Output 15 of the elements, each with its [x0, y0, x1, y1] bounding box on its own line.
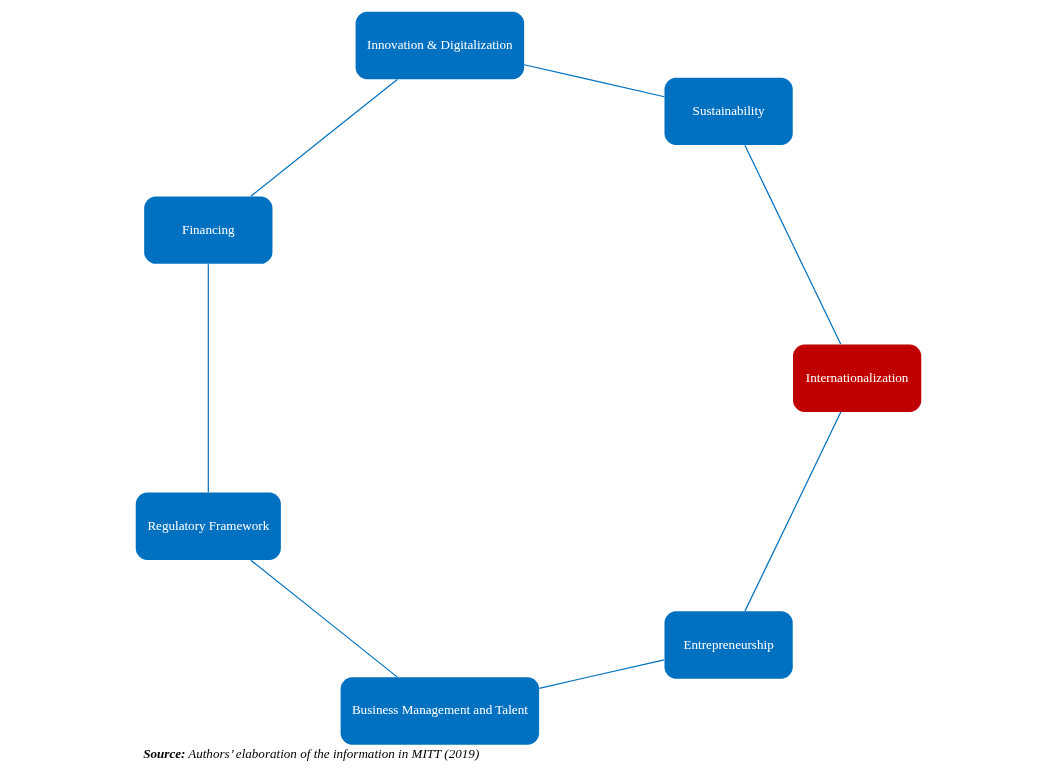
connector [523, 64, 665, 98]
connector [743, 411, 841, 612]
connector [249, 559, 398, 678]
caption: Source: Authors’ elaboration of the information in MITT (2019) [142, 745, 479, 761]
connector [207, 263, 209, 493]
connector [743, 144, 841, 345]
node-box: Internationalization [792, 344, 921, 412]
node-box: Sustainability [664, 77, 793, 146]
connector [249, 78, 398, 197]
node-box: Business Management and Talent [340, 677, 539, 745]
node-box: Financing [143, 196, 272, 264]
node-box: Innovation & Digitalization [355, 11, 524, 80]
node-box: Regulatory Framework [135, 492, 281, 560]
connector [538, 659, 665, 689]
node-box: Entrepreneurship [664, 611, 793, 679]
